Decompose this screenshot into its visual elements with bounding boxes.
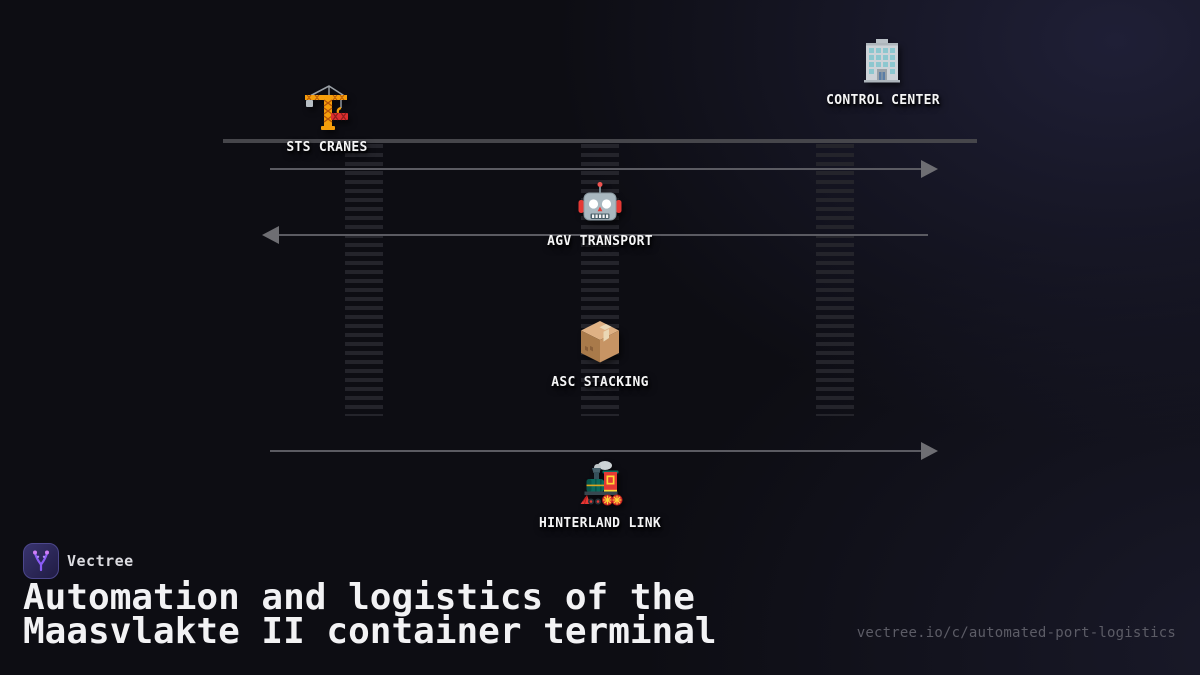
flow-line-top <box>270 168 921 170</box>
crane-icon <box>305 85 348 130</box>
node-label-hinterland-link: HINTERLAND LINK <box>539 516 661 531</box>
poster-title-line2: Maasvlakte II container terminal <box>23 611 717 652</box>
container-stack-track-left <box>345 144 383 416</box>
flow-line-bottom <box>270 450 921 452</box>
node-label-asc-stacking: ASC STACKING <box>551 375 649 390</box>
package-icon <box>581 321 619 363</box>
node-label-control-center: CONTROL CENTER <box>826 93 940 108</box>
node-label-agv-transport: AGV TRANSPORT <box>547 234 653 249</box>
poster-title: Automation and logistics of the Maasvlak… <box>23 577 717 652</box>
poster-url: vectree.io/c/automated-port-logistics <box>856 625 1176 641</box>
node-label-sts-cranes: STS CRANES <box>286 140 368 155</box>
robot-icon <box>578 182 622 221</box>
brand-name: Vectree <box>67 552 134 570</box>
vectree-logo-icon <box>23 543 59 579</box>
container-stack-track-right <box>816 144 854 416</box>
arrow-right-icon <box>921 442 938 460</box>
quay-line <box>223 139 977 143</box>
office-building-icon <box>864 39 900 83</box>
poster-title-line1: Automation and logistics of the <box>23 577 695 618</box>
arrow-right-icon <box>921 160 938 178</box>
flow-line-middle <box>279 234 928 236</box>
arrow-left-icon <box>262 226 279 244</box>
locomotive-icon <box>580 461 623 506</box>
